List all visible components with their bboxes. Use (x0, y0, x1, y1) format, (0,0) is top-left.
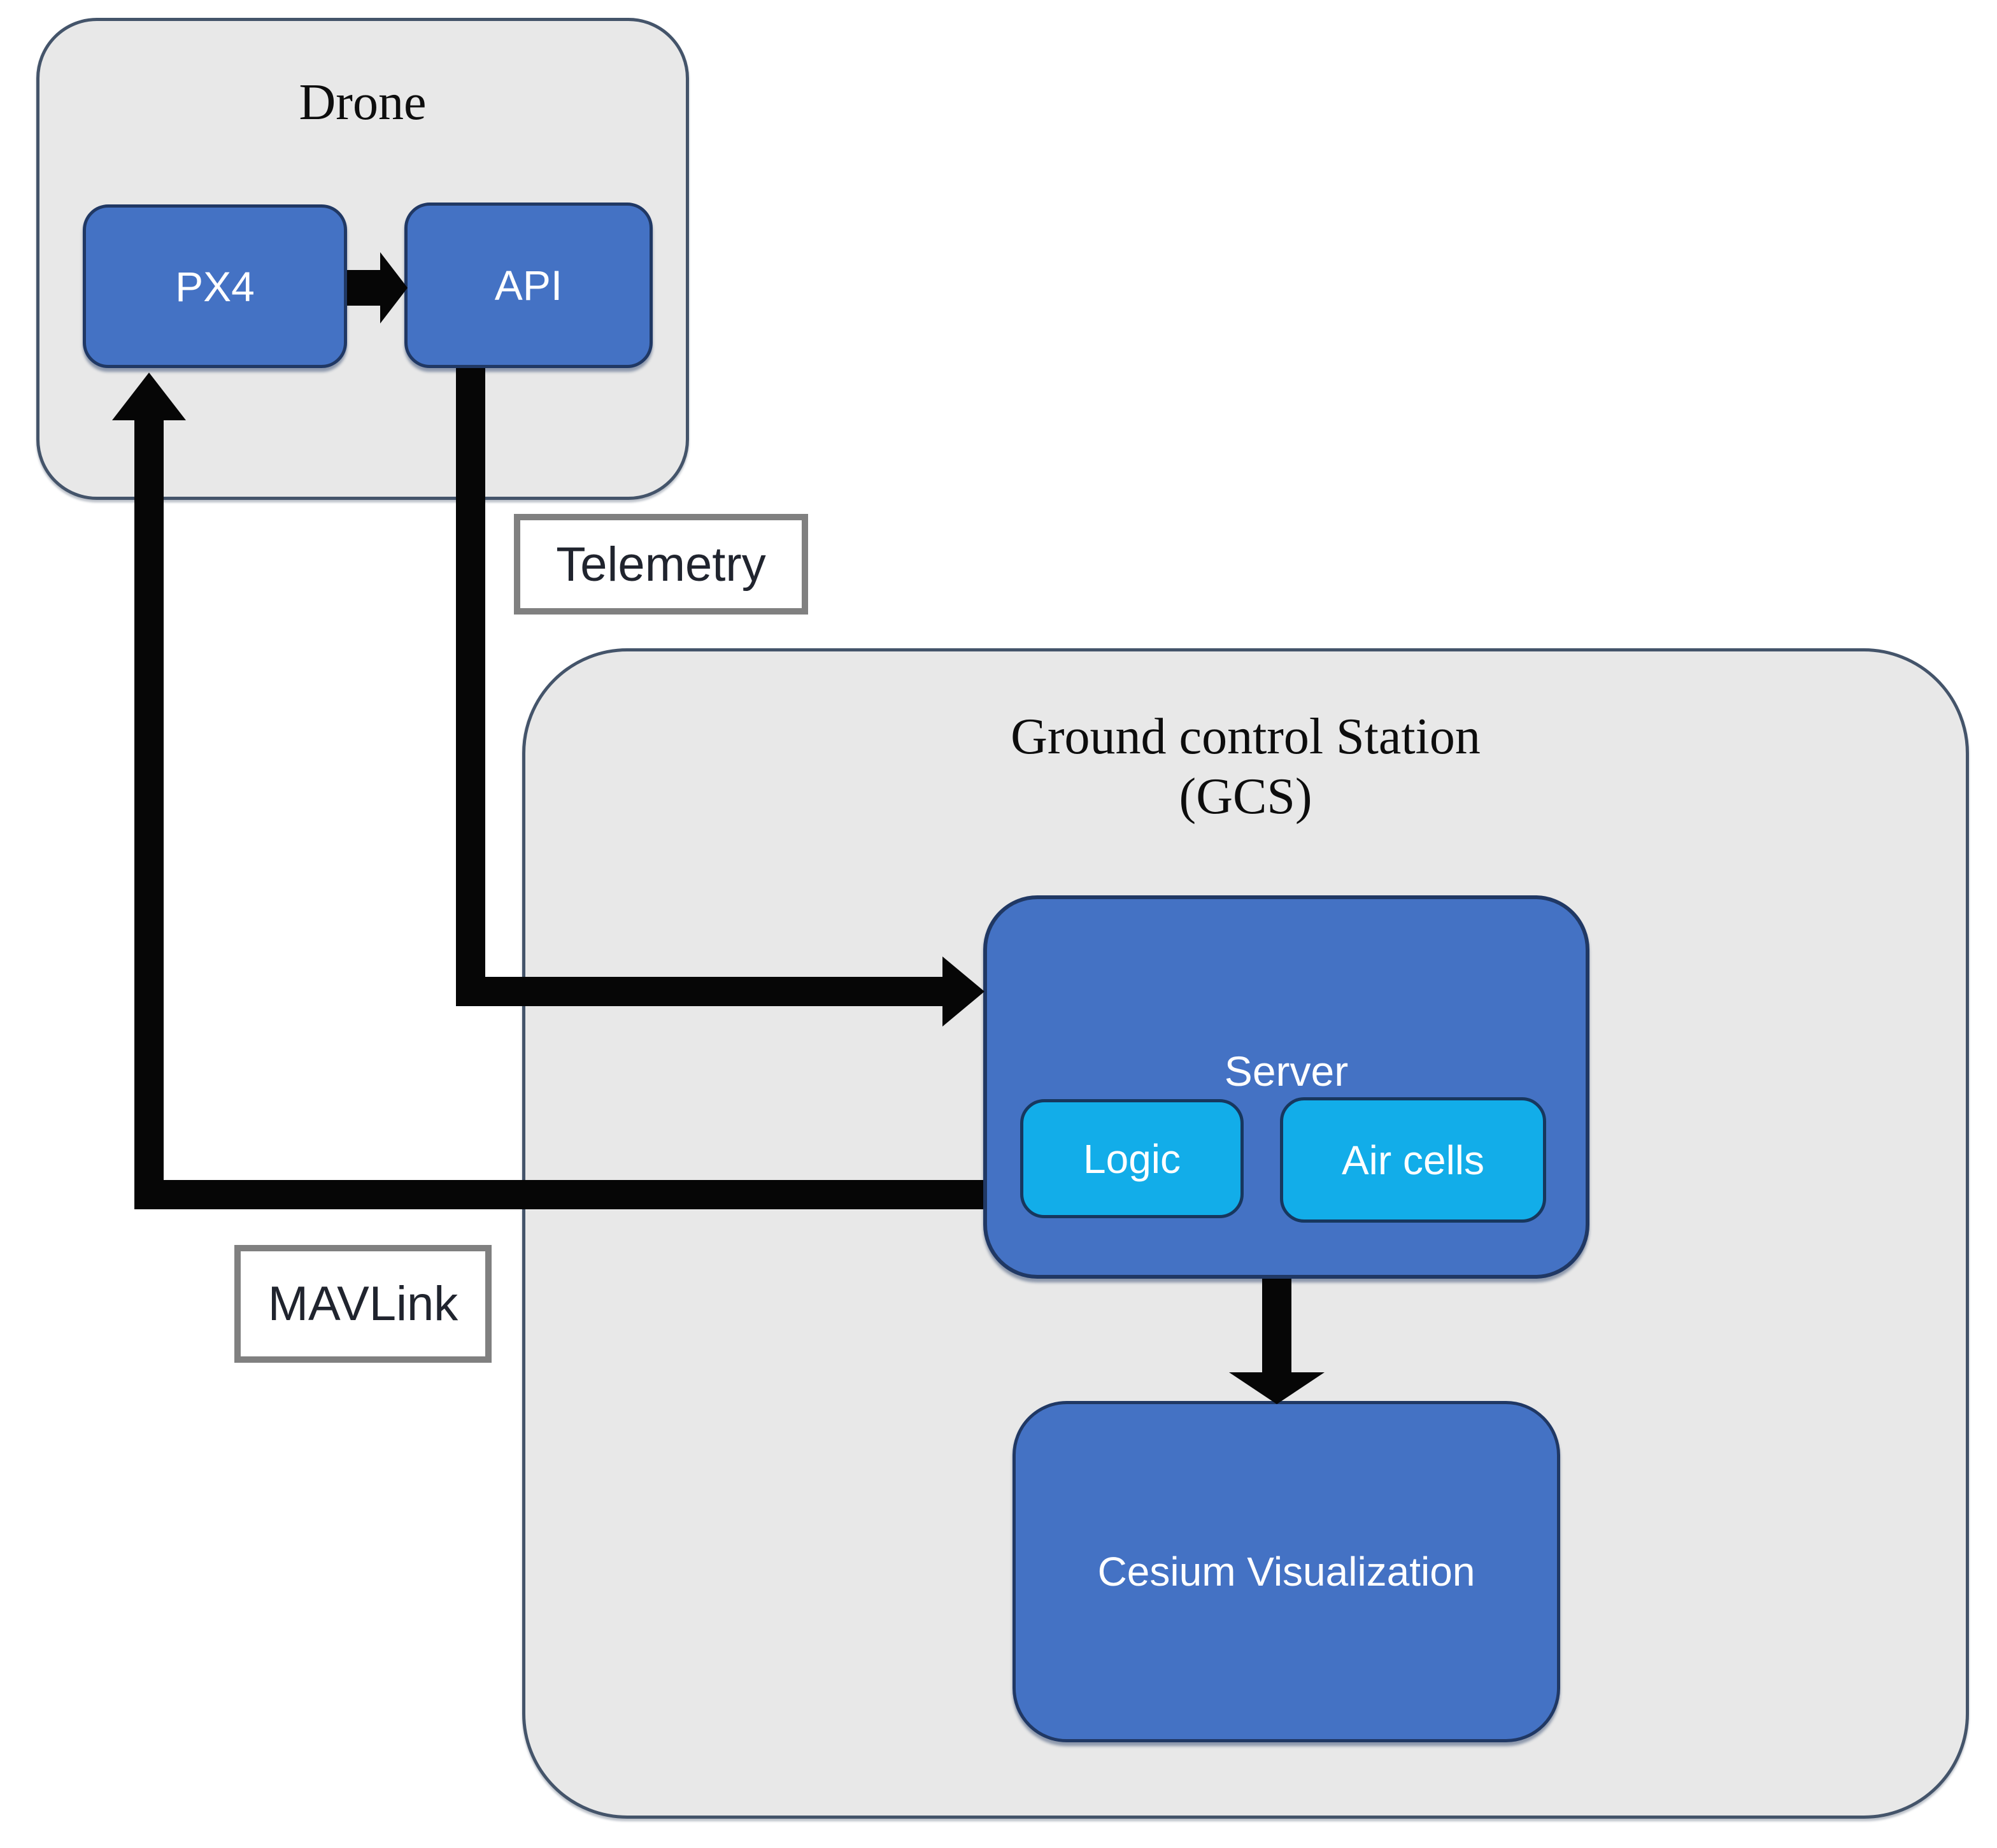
logic-subnode-label: Logic (1083, 1135, 1181, 1182)
air-cells-subnode: Air cells (1280, 1097, 1546, 1223)
api-node: API (404, 203, 653, 368)
drone-title: Drone (299, 75, 427, 131)
cesium-visualization-node: Cesium Visualization (1013, 1401, 1560, 1742)
gcs-title-line1: Ground control Station (1011, 709, 1481, 765)
telemetry-edge-label: Telemetry (514, 514, 808, 615)
mavlink-edge-label-text: MAVLink (267, 1277, 458, 1331)
gcs-title-line2: (GCS) (1179, 768, 1312, 825)
px4-node: PX4 (83, 204, 347, 368)
telemetry-edge-label-text: Telemetry (556, 537, 766, 592)
api-node-label: API (494, 262, 563, 309)
server-node-label: Server (1224, 1048, 1349, 1095)
air-cells-subnode-label: Air cells (1341, 1137, 1485, 1183)
server-node: Server Logic Air cells (983, 895, 1589, 1279)
cesium-visualization-label: Cesium Visualization (1097, 1549, 1475, 1595)
mavlink-edge-label: MAVLink (234, 1245, 492, 1363)
logic-subnode: Logic (1020, 1099, 1244, 1218)
px4-node-label: PX4 (175, 262, 255, 310)
gcs-title: Ground control Station (GCS) (525, 707, 1966, 827)
